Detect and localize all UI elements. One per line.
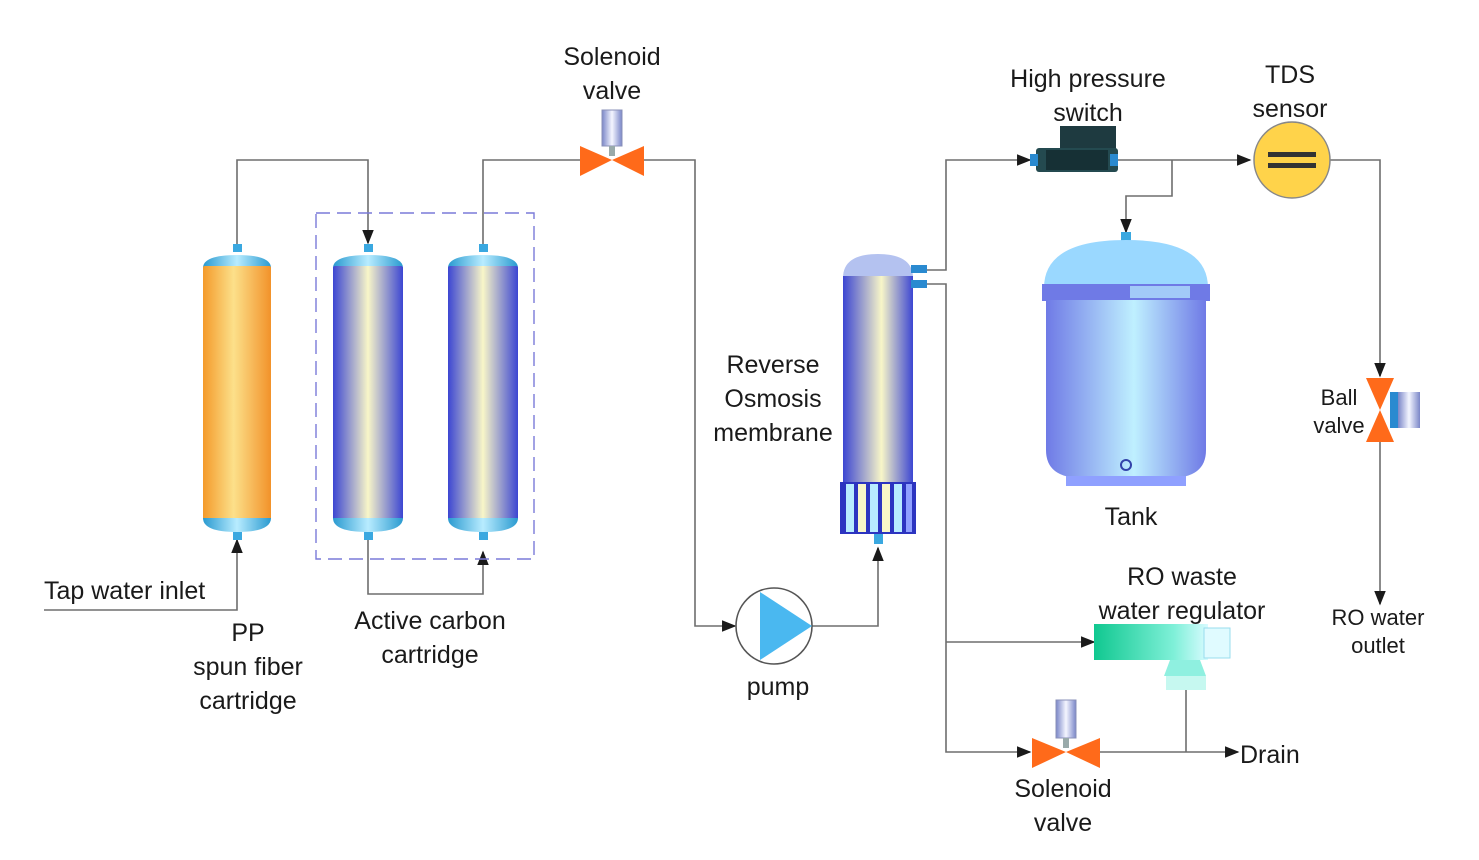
label-line: valve xyxy=(1033,809,1093,837)
label-line: cartridge xyxy=(381,641,479,669)
label-line: switch xyxy=(1053,99,1123,127)
label-ball-valve: Ball valve xyxy=(1304,384,1374,440)
label-line: Reverse xyxy=(726,351,820,379)
solenoid-valve-top xyxy=(580,109,644,176)
ball-valve xyxy=(1366,378,1420,442)
label-drain: Drain xyxy=(1240,741,1300,769)
label-line: outlet xyxy=(1351,633,1405,658)
pp-cartridge xyxy=(203,244,271,540)
label-line: PP xyxy=(231,619,265,647)
label-ro-waste-regulator: RO waste water regulator xyxy=(1080,560,1284,628)
pipe-tap-inlet xyxy=(44,538,243,611)
label-pp-cartridge: PP spun fiber cartridge xyxy=(178,616,318,718)
label-line: valve xyxy=(582,77,642,105)
ro-membrane xyxy=(840,254,927,544)
label-line: Active carbon xyxy=(354,607,506,635)
pipe-carbon1-to-carbon2 xyxy=(367,540,489,595)
carbon-cartridge-1 xyxy=(333,244,403,540)
label-line: spun fiber xyxy=(193,653,303,681)
label-line: Osmosis xyxy=(724,385,822,413)
label-line: High pressure xyxy=(1010,65,1166,93)
pipe-pp-to-carbon1 xyxy=(236,159,374,250)
pipe-solenoid-to-pump xyxy=(642,159,737,632)
label-line: RO water xyxy=(1331,605,1425,630)
label-high-pressure-switch: High pressure switch xyxy=(996,62,1180,130)
label-line: Ball xyxy=(1320,385,1358,410)
label-solenoid-valve-bottom: Solenoid valve xyxy=(1002,772,1124,840)
label-ro-water-outlet: RO water outlet xyxy=(1320,604,1436,660)
pipes xyxy=(44,154,1386,758)
label-tap-water-inlet: Tap water inlet xyxy=(44,577,206,605)
pump xyxy=(735,587,813,665)
ro-waste-regulator xyxy=(1094,624,1231,690)
label-pump: pump xyxy=(746,673,810,701)
pipe-waste-to-solenoid xyxy=(926,283,1032,758)
label-line: cartridge xyxy=(199,687,297,715)
label-line: water regulator xyxy=(1098,597,1266,625)
carbon-group-box xyxy=(315,212,535,560)
label-line: RO waste xyxy=(1127,563,1237,591)
label-line: membrane xyxy=(713,419,833,447)
label-line: valve xyxy=(1313,413,1365,438)
label-tank: Tank xyxy=(1104,503,1158,531)
pipe-to-tank xyxy=(1120,160,1173,234)
label-line: sensor xyxy=(1252,95,1328,123)
label-line: Solenoid xyxy=(563,43,661,71)
label-solenoid-valve-top: Solenoid valve xyxy=(552,40,672,108)
label-reverse-osmosis: Reverse Osmosis membrane xyxy=(704,348,842,450)
pipe-pump-to-membrane xyxy=(812,546,884,627)
label-line: TDS xyxy=(1265,61,1315,89)
label-line: Solenoid xyxy=(1014,775,1112,803)
tank xyxy=(1042,232,1210,486)
pipe-membrane-to-switch xyxy=(926,154,1032,271)
label-active-carbon: Active carbon cartridge xyxy=(336,604,524,672)
high-pressure-switch xyxy=(1030,126,1118,172)
label-tds-sensor: TDS sensor xyxy=(1240,58,1340,126)
carbon-cartridge-2 xyxy=(448,244,518,540)
solenoid-valve-bottom xyxy=(1032,699,1100,768)
pipe-tds-to-ballvalve xyxy=(1330,159,1386,378)
pipe-carbon2-to-solenoid xyxy=(482,159,582,250)
tds-sensor xyxy=(1253,121,1331,199)
